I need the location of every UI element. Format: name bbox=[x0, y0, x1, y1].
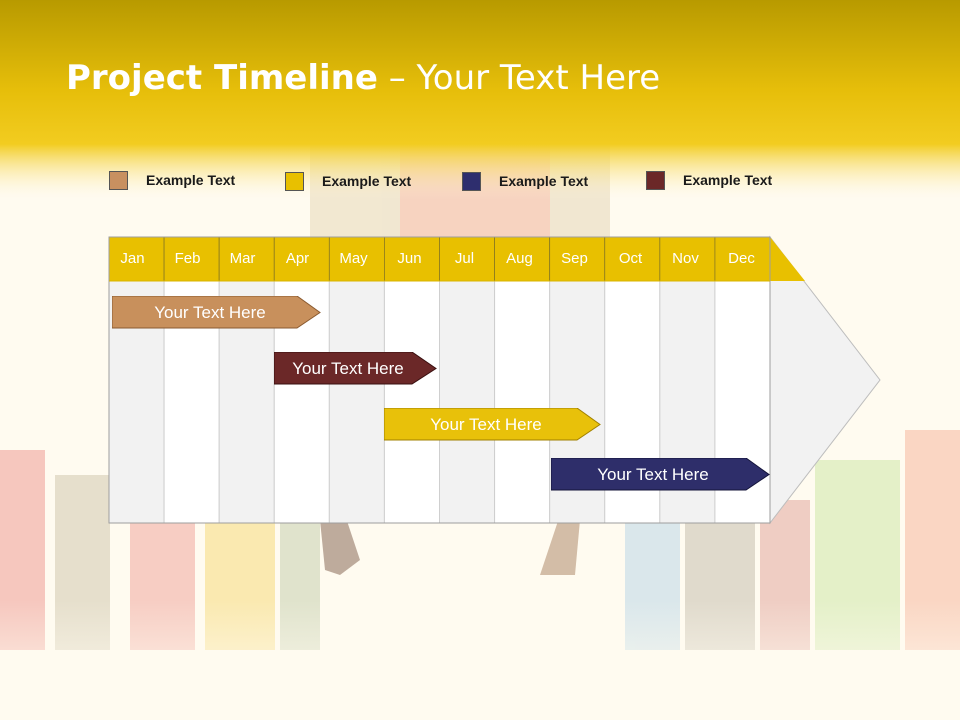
task-label: Your Text Here bbox=[292, 359, 404, 378]
month-label-feb: Feb bbox=[174, 250, 201, 267]
month-label-apr: Apr bbox=[285, 250, 310, 267]
month-header-jul bbox=[439, 236, 495, 282]
month-header-may bbox=[328, 236, 385, 282]
task-bar: Your Text Here bbox=[274, 352, 437, 385]
timeline-frame bbox=[108, 236, 771, 524]
task-label: Your Text Here bbox=[597, 465, 709, 484]
month-column-jul bbox=[439, 280, 496, 524]
month-label-mar: Mar bbox=[229, 250, 256, 267]
legend-label: Example Text bbox=[322, 173, 412, 189]
month-header-oct bbox=[604, 236, 661, 282]
month-label-jun: Jun bbox=[397, 250, 422, 267]
month-label-aug: Aug bbox=[506, 250, 533, 267]
task-bar: Your Text Here bbox=[112, 296, 321, 329]
month-header-apr bbox=[273, 236, 330, 282]
task-bar: Your Text Here bbox=[551, 458, 770, 491]
legend-label: Example Text bbox=[499, 173, 589, 189]
month-label-nov: Nov bbox=[672, 250, 699, 267]
month-label-may: May bbox=[339, 250, 368, 267]
month-column-jun bbox=[383, 280, 440, 524]
legend-swatch bbox=[285, 172, 304, 191]
legend-swatch bbox=[646, 171, 665, 190]
title-rest: – Your Text Here bbox=[377, 58, 661, 98]
month-header-sep bbox=[549, 236, 606, 282]
month-header-jun bbox=[384, 236, 440, 282]
legend-swatch bbox=[109, 171, 128, 190]
legend-swatch bbox=[462, 172, 481, 191]
month-header-aug bbox=[494, 236, 551, 282]
legend-label: Example Text bbox=[683, 172, 773, 188]
task-label: Your Text Here bbox=[154, 303, 266, 322]
title-bold: Project Timeline bbox=[66, 58, 378, 98]
month-column-aug bbox=[494, 280, 551, 524]
legend-label: Example Text bbox=[146, 172, 236, 188]
task-label: Your Text Here bbox=[430, 415, 542, 434]
month-column-may bbox=[328, 280, 385, 524]
month-label-jul: Jul bbox=[454, 250, 475, 267]
task-bar: Your Text Here bbox=[384, 408, 601, 441]
header-arrow-tip bbox=[770, 237, 805, 281]
month-label-oct: Oct bbox=[618, 250, 643, 267]
month-label-jan: Jan bbox=[120, 250, 145, 267]
page-title: Project Timeline – Your Text Here bbox=[66, 58, 660, 98]
month-label-dec: Dec bbox=[728, 250, 755, 267]
month-label-sep: Sep bbox=[561, 250, 588, 267]
timeline-chart bbox=[108, 235, 881, 525]
